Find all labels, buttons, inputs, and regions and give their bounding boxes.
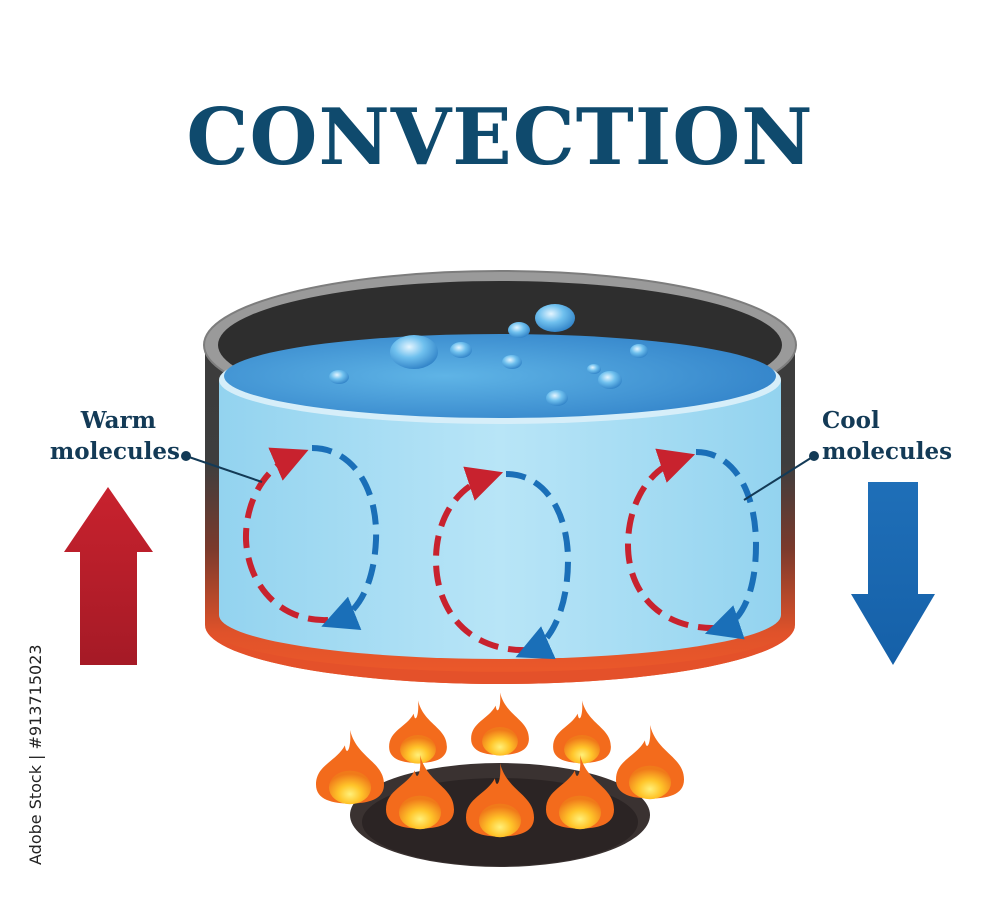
- warm-current-arrow: [624, 448, 719, 632]
- convection-currents: [242, 445, 760, 660]
- arrow-down-icon: [851, 482, 935, 665]
- bubble: [450, 342, 472, 358]
- warm-leader-line: [185, 455, 263, 483]
- bubble: [329, 370, 349, 384]
- cool-leader-dot: [809, 451, 819, 461]
- flame-core: [400, 735, 436, 764]
- warm-leader-dot: [181, 451, 191, 461]
- warm-current-arrow: [432, 466, 529, 654]
- diagram-title: CONVECTION: [186, 92, 814, 183]
- cool-label-line2: molecules: [822, 438, 953, 465]
- flame-core: [628, 765, 672, 800]
- pot: [203, 270, 797, 684]
- cool-current-arrow: [695, 449, 760, 640]
- arrow-up-icon: [64, 487, 153, 665]
- bubble: [598, 371, 622, 389]
- bubble: [535, 304, 575, 332]
- flame-core: [398, 795, 442, 830]
- water-surface: [224, 334, 776, 418]
- bubble: [630, 344, 648, 358]
- flame-core: [482, 727, 518, 756]
- warm-current-arrow: [242, 447, 329, 624]
- cool-current-arrow: [505, 471, 572, 660]
- bubble: [390, 335, 438, 369]
- bubble: [508, 322, 530, 338]
- flame-icon: [316, 692, 684, 838]
- cool-label-line1: Cool: [822, 407, 880, 434]
- bubbles: [329, 304, 648, 406]
- warm-molecules-label: Warm molecules: [40, 405, 180, 467]
- bubble: [587, 364, 601, 374]
- warm-label-line2: molecules: [49, 438, 180, 465]
- flame-core: [564, 735, 600, 764]
- flame-core: [328, 770, 372, 805]
- cool-molecules-label: Cool molecules: [822, 405, 972, 467]
- cool-leader-line: [743, 455, 815, 501]
- warm-label-line1: Warm: [80, 407, 156, 434]
- bubble: [546, 390, 568, 406]
- pot-bottom-rim: [205, 625, 795, 684]
- flame-core: [558, 795, 602, 830]
- leader-lines: [181, 451, 819, 501]
- bubble: [502, 355, 522, 369]
- cool-current-arrow: [311, 445, 380, 631]
- flame-core: [478, 803, 522, 838]
